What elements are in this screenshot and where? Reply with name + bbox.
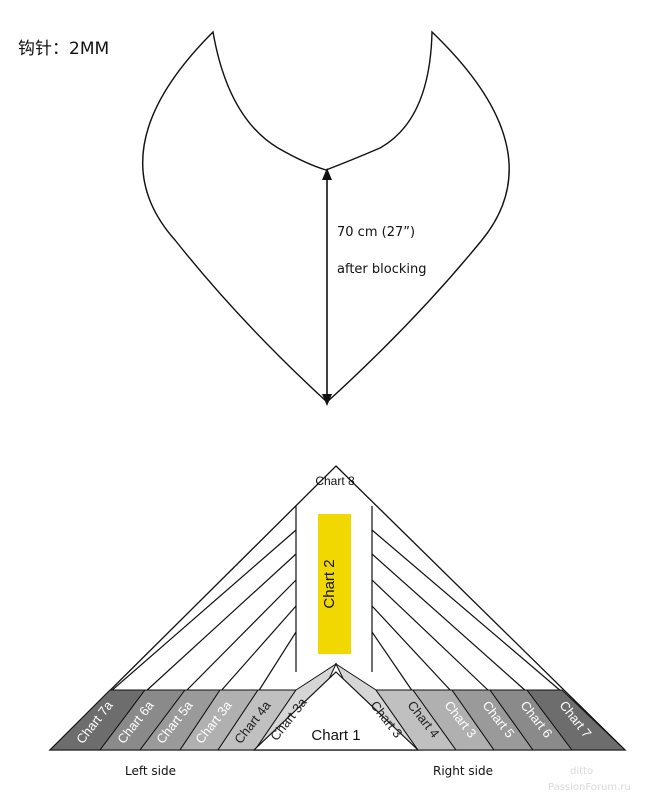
left-band-group [48, 662, 338, 751]
blocking-note: after blocking [337, 262, 427, 277]
left-side-label: Left side [125, 764, 176, 778]
hook-size-label: 钩针：2MM [18, 39, 110, 59]
shawl-outline-diagram [141, 30, 510, 406]
chart-1-triangle [252, 671, 420, 751]
measurement-label: 70 cm (27”) [337, 225, 416, 240]
watermark-site: PassionForum.ru [548, 782, 631, 793]
chart-2-block [318, 514, 351, 654]
arrow-head-bottom [322, 394, 332, 406]
chart-layout-diagram: Chart 2 Chart 8 Chart 1 Chart 7a Chart 6… [48, 465, 627, 751]
chart-1-label: Chart 1 [311, 727, 360, 744]
shawl-outline [141, 30, 510, 403]
right-side-label: Right side [433, 764, 493, 778]
chart-8-label: Chart 8 [315, 474, 355, 488]
chart-2-label: Chart 2 [321, 559, 338, 608]
right-band-group [334, 662, 627, 751]
arrow-head-top [322, 168, 332, 180]
watermark-logo: ditto [570, 766, 594, 777]
